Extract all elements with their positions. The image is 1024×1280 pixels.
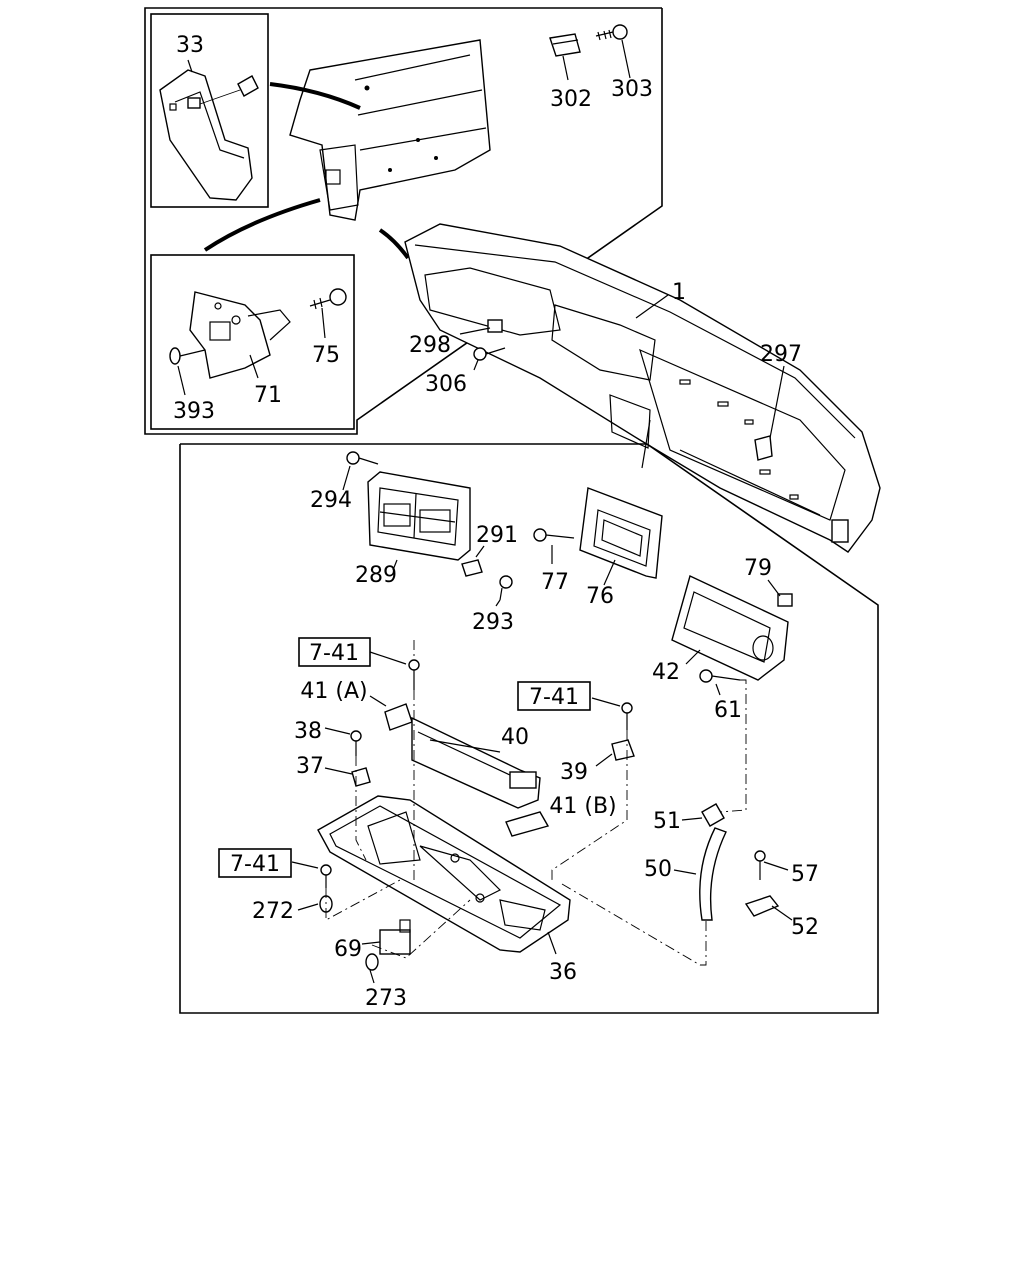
part-303-screw xyxy=(595,24,631,79)
callout-294: 294 xyxy=(310,488,352,513)
callout-289: 289 xyxy=(355,563,397,588)
callout-293: 293 xyxy=(472,610,514,635)
ref-box-2[interactable]: 7-41 xyxy=(517,681,591,711)
callout-40: 40 xyxy=(501,725,529,750)
callout-272: 272 xyxy=(252,899,294,924)
part-41b-pad xyxy=(505,811,550,837)
callout-1: 1 xyxy=(672,280,686,305)
callout-labels: 33 302 303 75 71 393 1 298 306 297 294 2… xyxy=(173,33,819,1011)
part-57-screw xyxy=(754,850,789,880)
part-298-bracket xyxy=(459,327,491,335)
callout-61: 61 xyxy=(714,698,742,723)
callout-42: 42 xyxy=(652,660,680,685)
part-38-screw xyxy=(324,727,362,756)
part-37-clip xyxy=(324,767,371,787)
callout-50: 50 xyxy=(644,857,672,882)
part-33-bracket xyxy=(159,59,259,201)
part-302-clip xyxy=(549,33,581,81)
top-inset-group xyxy=(144,7,663,435)
callout-57: 57 xyxy=(791,862,819,887)
callout-77: 77 xyxy=(541,570,569,595)
callout-37: 37 xyxy=(296,754,324,779)
part-51-stopper xyxy=(681,803,725,827)
part-289-vent xyxy=(367,471,471,571)
callout-41b: 41 (B) xyxy=(549,794,616,819)
callout-306: 306 xyxy=(425,372,467,397)
part-42-panel xyxy=(671,575,789,681)
part-76-vent xyxy=(579,487,663,586)
callout-33: 33 xyxy=(176,33,204,58)
callout-41a: 41 (A) xyxy=(300,679,367,704)
assembly-lines xyxy=(325,640,747,966)
callout-71: 71 xyxy=(254,383,282,408)
callout-75: 75 xyxy=(312,343,340,368)
part-272-bushing xyxy=(297,895,333,913)
part-306-screw xyxy=(473,347,506,371)
ref-screws xyxy=(291,651,633,888)
callout-302: 302 xyxy=(550,87,592,112)
ref-box-3[interactable]: 7-41 xyxy=(218,848,292,878)
callout-39: 39 xyxy=(560,760,588,785)
ref-box-1[interactable]: 7-41 xyxy=(298,637,371,667)
part-77-screw xyxy=(533,528,575,564)
part-75-screw xyxy=(309,288,347,339)
part-39-clip xyxy=(595,739,635,767)
part-79-clip xyxy=(767,579,793,607)
part-50-rod xyxy=(673,827,727,921)
part-273-nut xyxy=(365,953,379,984)
part-36-glove-box xyxy=(317,795,571,955)
ref-box-1-label: 7-41 xyxy=(309,641,359,666)
part-61-screw xyxy=(699,669,741,696)
upper-dash-section xyxy=(203,39,491,252)
part-294-screw xyxy=(342,451,379,491)
part-41a-pad xyxy=(369,695,413,731)
callout-297: 297 xyxy=(760,342,802,367)
part-1-instrument-panel xyxy=(378,223,881,553)
lower-assembly-frame xyxy=(179,443,879,1014)
part-297-clip xyxy=(754,365,785,461)
callout-69: 69 xyxy=(334,937,362,962)
callout-79: 79 xyxy=(744,556,772,581)
part-71-bracket xyxy=(189,291,291,379)
callout-38: 38 xyxy=(294,719,322,744)
callout-291: 291 xyxy=(476,523,518,548)
part-393-screw xyxy=(169,347,206,396)
part-52-bracket xyxy=(744,895,793,921)
callout-393: 393 xyxy=(173,399,215,424)
callout-52: 52 xyxy=(791,915,819,940)
callout-36: 36 xyxy=(549,960,577,985)
ref-box-3-label: 7-41 xyxy=(230,852,280,877)
part-69-striker xyxy=(361,919,411,955)
callout-51: 51 xyxy=(653,809,681,834)
part-40-duct xyxy=(411,716,541,809)
callout-273: 273 xyxy=(365,986,407,1011)
dash-holes xyxy=(679,379,799,500)
ref-box-2-label: 7-41 xyxy=(529,685,579,710)
callout-76: 76 xyxy=(586,584,614,609)
callout-298: 298 xyxy=(409,333,451,358)
part-291-clip xyxy=(461,545,485,577)
callout-303: 303 xyxy=(611,77,653,102)
part-293-screw xyxy=(495,575,513,607)
